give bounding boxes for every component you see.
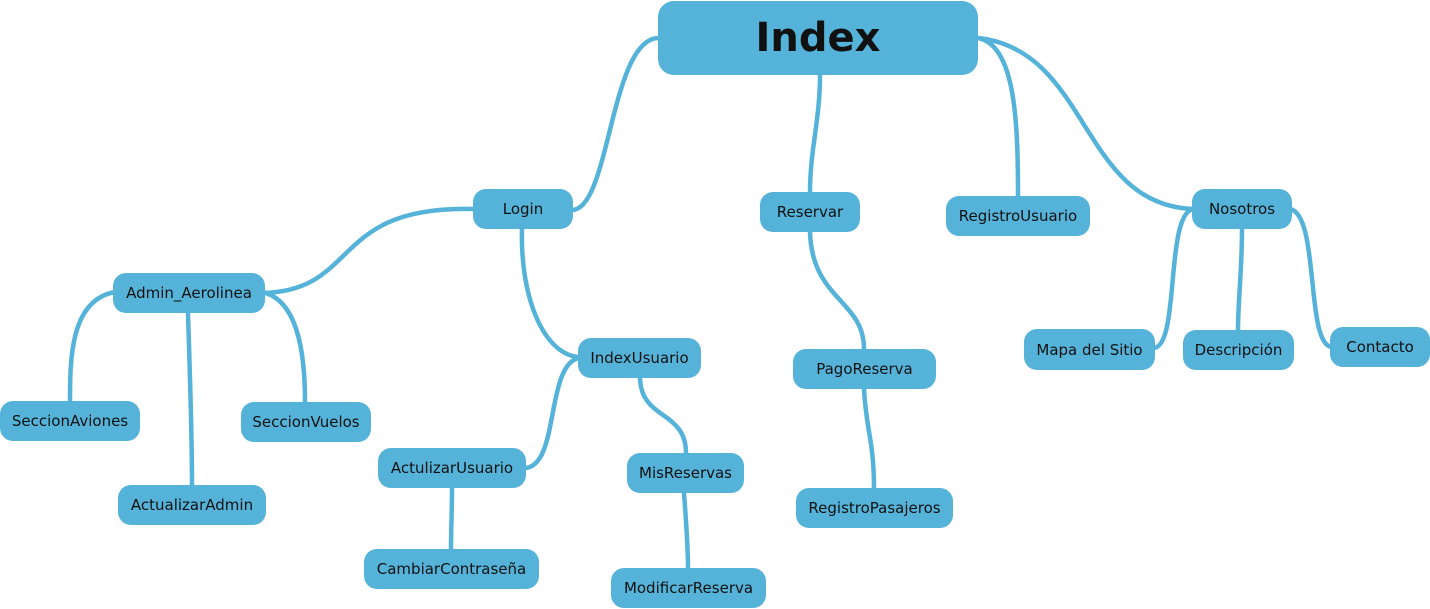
edge-index-login [569, 35, 661, 213]
node-login[interactable]: Login [473, 189, 573, 229]
node-actualizaradmin[interactable]: ActualizarAdmin [118, 485, 266, 525]
edge-index-reservar [807, 72, 823, 195]
node-indexusuario[interactable]: IndexUsuario [578, 338, 701, 378]
edge-indexusuario-misreservas [637, 374, 689, 456]
node-cambiarcontrasena[interactable]: CambiarContraseña [364, 549, 539, 589]
node-actulizarusuario[interactable]: ActulizarUsuario [378, 448, 526, 488]
edge-nosotros-descripcion [1235, 226, 1245, 333]
node-mapadelsitio[interactable]: Mapa del Sitio [1024, 329, 1155, 370]
edge-reservar-pagoreserva [807, 229, 867, 352]
edge-nosotros-mapadelsitio [1151, 206, 1196, 351]
edge-admin-seccionvuelos [259, 289, 308, 405]
node-registropasajeros[interactable]: RegistroPasajeros [796, 488, 953, 528]
node-admin-aerolinea[interactable]: Admin_Aerolinea [113, 273, 265, 313]
node-seccionvuelos[interactable]: SeccionVuelos [241, 402, 371, 442]
node-modificarreserva[interactable]: ModificarReserva [611, 568, 766, 608]
node-index[interactable]: Index [658, 1, 978, 75]
edge-indexusuario-actulizarusuario [521, 355, 582, 471]
edge-nosotros-contacto [1287, 206, 1335, 350]
node-misreservas[interactable]: MisReservas [627, 453, 744, 493]
edge-misreservas-modificarreserva [681, 490, 691, 572]
edge-login-admin [261, 206, 477, 296]
node-pagoreserva[interactable]: PagoReserva [793, 349, 936, 389]
edge-actulizarusuario-cambiarcontrasena [448, 485, 455, 552]
edge-login-indexusuario [519, 226, 582, 360]
node-registrousuario[interactable]: RegistroUsuario [946, 196, 1090, 236]
edge-index-registrousuario [975, 35, 1021, 199]
edge-index-nosotros [975, 35, 1196, 212]
node-contacto[interactable]: Contacto [1330, 327, 1430, 367]
edge-admin-seccionaviones [67, 289, 118, 405]
node-seccionaviones[interactable]: SeccionAviones [0, 401, 140, 441]
edge-admin-actualizaradmin [185, 310, 195, 489]
node-nosotros[interactable]: Nosotros [1192, 189, 1292, 229]
edge-pagoreserva-registropasajeros [861, 386, 877, 492]
node-descripcion[interactable]: Descripción [1183, 330, 1294, 370]
node-reservar[interactable]: Reservar [760, 192, 860, 232]
